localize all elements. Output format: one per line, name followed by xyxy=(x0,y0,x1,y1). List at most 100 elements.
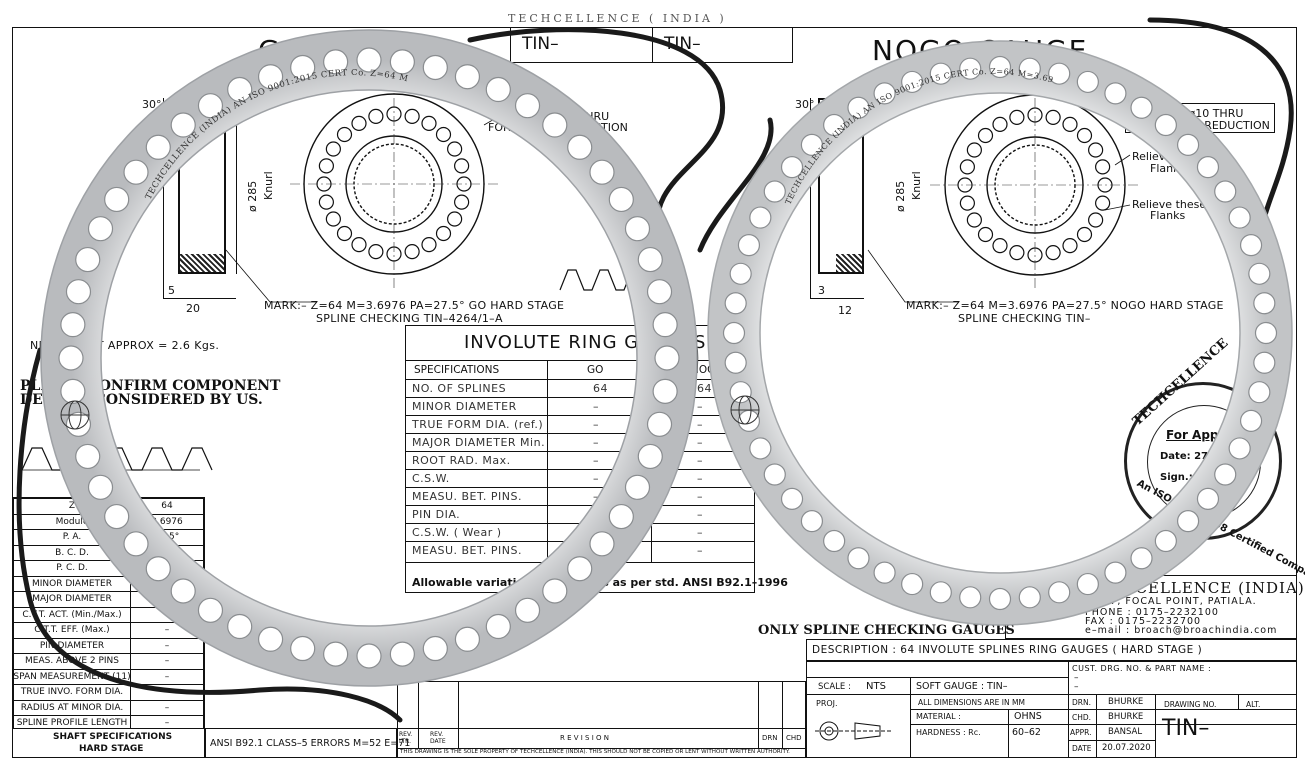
shaft-title-1: SHAFT SPECIFICATIONS xyxy=(53,732,173,742)
hole xyxy=(966,142,982,158)
hole xyxy=(992,116,1008,132)
hole xyxy=(652,312,678,338)
hole xyxy=(1095,195,1111,211)
ring-table-header: SPECIFICATIONS xyxy=(414,364,500,376)
alt-label: ALT. xyxy=(1246,700,1261,709)
hole xyxy=(977,127,994,144)
hole xyxy=(60,312,86,338)
hole xyxy=(1214,180,1237,203)
hole xyxy=(1253,351,1276,374)
ring-table-cell: 64 xyxy=(593,382,608,395)
revision-chd: CHD xyxy=(786,734,802,742)
hole xyxy=(729,262,752,285)
hole xyxy=(65,411,92,437)
hole xyxy=(1196,156,1220,179)
hole xyxy=(1076,127,1093,144)
ring-table-cell: – xyxy=(697,454,703,467)
hole xyxy=(780,487,804,510)
ring-table-cell: – xyxy=(697,418,703,431)
hole xyxy=(567,134,593,160)
go-mark-line-2: SPLINE CHECKING TIN–4264/1–A xyxy=(316,312,503,325)
date-label: DATE xyxy=(1072,744,1092,753)
ring-table-cell: – xyxy=(697,508,703,521)
hole xyxy=(1048,62,1071,85)
dims-mm: ALL DIMENSIONS ARE IN MM xyxy=(918,698,1025,707)
hole xyxy=(323,49,349,75)
ring-table-cell: MEASU. BET. PINS. xyxy=(412,544,522,557)
hole xyxy=(959,159,975,175)
hole xyxy=(87,474,114,500)
hole xyxy=(514,597,541,623)
hole xyxy=(1253,292,1276,315)
ring-table-cell: MINOR DIAMETER xyxy=(412,400,517,413)
hole xyxy=(421,237,437,253)
nogo-dim-12: 12 xyxy=(838,304,852,317)
go-mark-line: MARK:– Z=64 M=3.6976 PA=27.5° GO HARD ST… xyxy=(264,299,565,312)
hole xyxy=(749,437,772,460)
hole xyxy=(1045,245,1061,261)
ring-table-cell: PIN DIA. xyxy=(412,508,461,521)
hole xyxy=(1095,159,1111,175)
hole xyxy=(435,225,452,242)
hole xyxy=(227,613,253,640)
hole xyxy=(929,62,952,85)
hole xyxy=(336,225,353,242)
hole xyxy=(257,626,284,652)
hole xyxy=(1088,212,1104,228)
ring-table-cell: MAJOR DIAMETER Min. xyxy=(412,436,546,449)
nogo-dim-3: 3 xyxy=(818,284,825,297)
shaft-title-box: SHAFT SPECIFICATIONS HARD STAGE xyxy=(12,728,205,758)
hole xyxy=(1062,238,1078,254)
hole xyxy=(325,211,341,227)
go-ring: TECHCELLENCE (INDIA) AN ISO 9001:2015 CE… xyxy=(0,0,698,687)
hole xyxy=(197,93,224,119)
hole xyxy=(901,572,924,596)
hole xyxy=(351,115,367,131)
hole xyxy=(780,156,804,179)
material-label: MATERIAL : xyxy=(916,712,961,721)
hardness-value: 60–62 xyxy=(1012,727,1041,738)
hole xyxy=(1009,109,1025,125)
nogo-angle-dim: 30° xyxy=(795,98,815,111)
description-box xyxy=(806,639,1297,661)
hole xyxy=(318,158,334,174)
revision-label: R E V I S I O N xyxy=(560,734,609,742)
hole xyxy=(800,509,824,533)
hole xyxy=(123,159,149,185)
hole xyxy=(58,345,84,371)
hole xyxy=(1130,96,1153,119)
hole xyxy=(356,47,382,73)
company-phone: PHONE : 0175–2232100 xyxy=(1085,607,1219,618)
ring-table-header: GO xyxy=(587,364,604,376)
ring-table-cell: – xyxy=(697,544,703,557)
hole xyxy=(104,503,130,530)
hole xyxy=(646,411,673,437)
tin-box xyxy=(510,27,793,63)
hole xyxy=(654,345,680,371)
hole xyxy=(737,234,761,257)
ring-table-cell: C.S.W. xyxy=(412,472,450,485)
scale-label: SCALE : xyxy=(818,682,851,692)
drawing-no-label: DRAWING NO. xyxy=(1164,700,1217,709)
hole xyxy=(60,378,86,404)
hole xyxy=(1076,226,1093,243)
hole xyxy=(763,463,786,486)
hole xyxy=(724,292,747,315)
hole xyxy=(542,112,568,138)
chd-label: CHD. xyxy=(1072,713,1092,722)
company-fax: FAX : 0175–2232700 xyxy=(1085,616,1202,627)
ring-table-cell: TRUE FORM DIA. (ref.) xyxy=(412,418,544,431)
hole xyxy=(722,321,746,345)
hole xyxy=(542,578,568,604)
hole xyxy=(1239,234,1263,257)
hole xyxy=(567,556,593,582)
nogo-mark-line: MARK:– Z=64 M=3.6976 PA=27.5° NOGO HARD … xyxy=(906,299,1224,312)
ring-table-cell: C.S.W. ( Wear ) xyxy=(412,526,502,539)
ring-table-cell: MEASU. BET. PINS. xyxy=(412,490,522,503)
hole xyxy=(368,108,384,124)
hole xyxy=(823,113,846,137)
nogo-relieve-2: Relieve these xyxy=(1132,198,1207,211)
class-note: ANSI B92.1 CLASS–5 ERRORS M=52 E=71 xyxy=(210,738,411,749)
property-note: THIS DRAWING IS THE SOLE PROPERTY OF TEC… xyxy=(400,749,790,755)
